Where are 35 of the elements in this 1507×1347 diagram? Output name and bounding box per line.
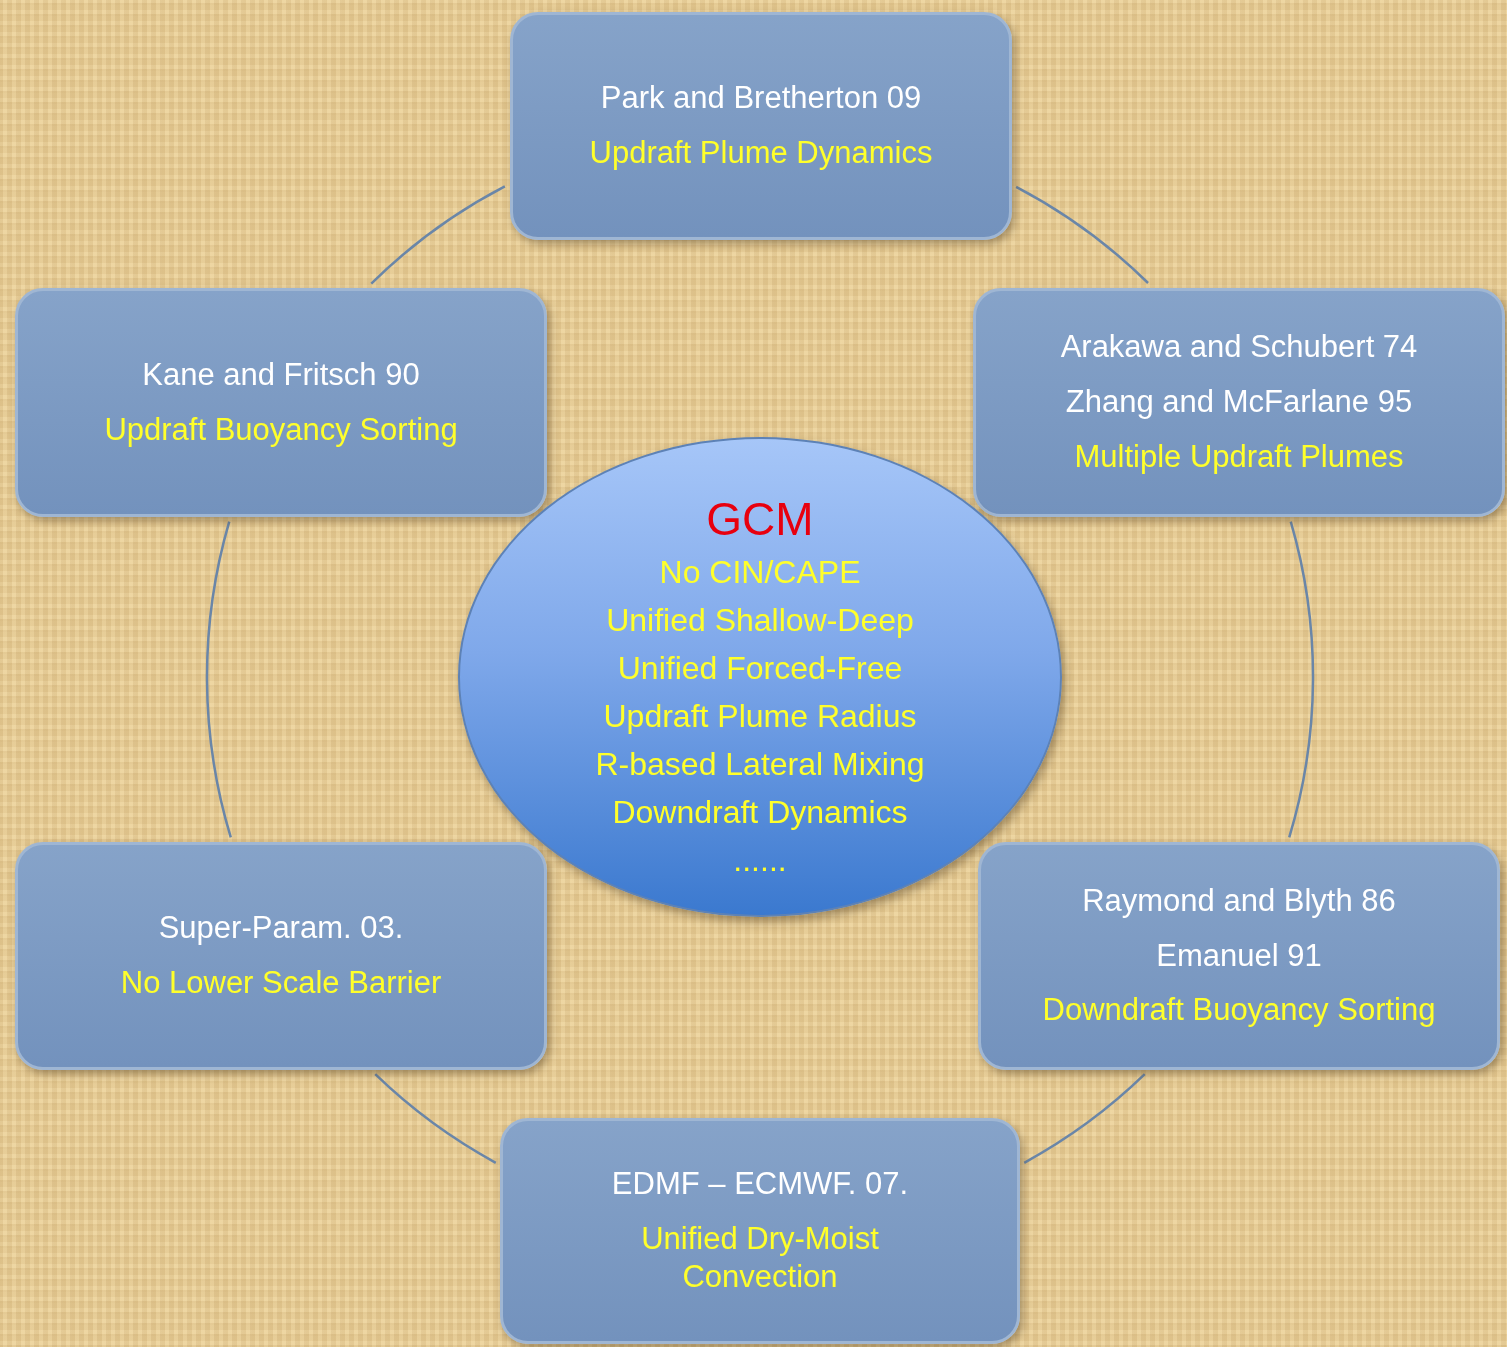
reference-label: Zhang and McFarlane 95 — [1065, 383, 1413, 422]
rounded-box — [510, 12, 1012, 240]
connector-arc — [1288, 521, 1314, 838]
reference-label: Raymond and Blyth 86 — [1082, 881, 1396, 920]
topic-label: Unified Shallow-Deep — [606, 601, 914, 640]
topic-label: No CIN/CAPE — [659, 553, 861, 592]
reference-label: EDMF – ECMWF. 07. — [611, 1164, 909, 1203]
topic-label: Updraft Plume Radius — [603, 697, 917, 736]
connector-arc — [1023, 1073, 1146, 1164]
topic-label: R-based Lateral Mixing — [595, 745, 925, 784]
reference-label: Park and Bretherton 09 — [600, 79, 922, 118]
connector-arc — [1015, 185, 1149, 284]
rounded-box — [978, 842, 1500, 1070]
topic-label: Downdraft Dynamics — [612, 793, 908, 832]
rounded-box — [500, 1118, 1020, 1344]
center-title: GCM — [706, 492, 814, 547]
connector-arc — [370, 185, 506, 285]
topic-label: Updraft Plume Dynamics — [589, 134, 933, 172]
topic-label: Multiple Updraft Plumes — [1074, 437, 1404, 476]
reference-label: Arakawa and Schubert 74 — [1060, 328, 1418, 367]
rounded-box — [15, 842, 547, 1070]
reference-label: Kane and Fritsch 90 — [142, 355, 420, 394]
topic-label: Updraft Buoyancy Sorting — [104, 410, 458, 449]
topic-label: Unified Dry-Moist Convection — [640, 1219, 880, 1297]
topic-label: No Lower Scale Barrier — [120, 964, 442, 1002]
topic-label: Downdraft Buoyancy Sorting — [1042, 991, 1436, 1030]
topic-label: ...... — [733, 841, 787, 880]
topic-label: Unified Forced-Free — [617, 649, 903, 688]
connector-arc — [374, 1073, 497, 1164]
rounded-box — [15, 288, 547, 517]
reference-label: Super-Param. 03. — [158, 909, 404, 948]
connector-arc — [206, 521, 232, 838]
reference-label: Emanuel 91 — [1156, 936, 1322, 975]
central-ellipse — [458, 437, 1062, 917]
rounded-box — [973, 288, 1505, 517]
